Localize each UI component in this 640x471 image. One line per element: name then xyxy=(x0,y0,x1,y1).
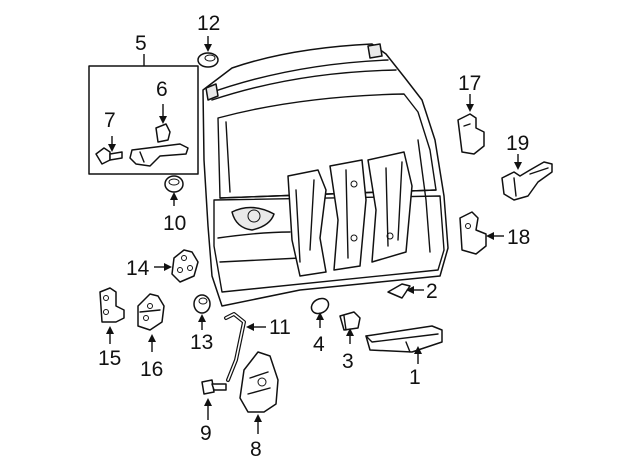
part-16-hinge xyxy=(137,293,165,331)
callout-13: 13 xyxy=(190,331,213,354)
callout-9: 9 xyxy=(200,422,212,445)
part-6-bracket xyxy=(155,123,171,143)
part-17-hinge-bracket xyxy=(457,113,485,155)
callout-10: 10 xyxy=(163,212,186,235)
part-12-stopper xyxy=(197,52,219,68)
part-1-garnish xyxy=(365,325,443,353)
part-13-bumper xyxy=(193,294,211,314)
part-4-cushion xyxy=(310,297,330,315)
callout-18: 18 xyxy=(507,226,530,249)
callout-8: 8 xyxy=(250,438,262,461)
part-19-support xyxy=(501,161,553,201)
part-9-bolt xyxy=(201,379,227,395)
callout-3: 3 xyxy=(342,350,354,373)
callout-6: 6 xyxy=(156,78,168,101)
callout-1: 1 xyxy=(409,366,421,389)
callout-11: 11 xyxy=(269,316,291,339)
callout-15: 15 xyxy=(98,347,121,370)
part-18-hinge-bracket xyxy=(459,211,487,255)
part-14-hinge-plate xyxy=(171,249,199,283)
part-7-bolt-and-rod xyxy=(95,143,189,167)
callout-19: 19 xyxy=(506,132,529,155)
part-11-rod xyxy=(224,312,246,382)
callout-4: 4 xyxy=(313,333,325,356)
part-2-wedge xyxy=(387,283,411,299)
part-8-lock-assembly xyxy=(239,351,279,413)
back-door-panel xyxy=(202,43,449,307)
callout-17: 17 xyxy=(458,72,481,95)
callout-12: 12 xyxy=(197,12,220,35)
callout-2: 2 xyxy=(426,280,438,303)
part-10-stopper xyxy=(164,175,184,193)
callout-14: 14 xyxy=(126,257,150,280)
callout-16: 16 xyxy=(140,358,163,381)
callout-5: 5 xyxy=(135,32,147,55)
callout-7: 7 xyxy=(104,109,116,132)
part-15-hinge xyxy=(99,287,125,323)
part-3-clip xyxy=(339,311,361,331)
